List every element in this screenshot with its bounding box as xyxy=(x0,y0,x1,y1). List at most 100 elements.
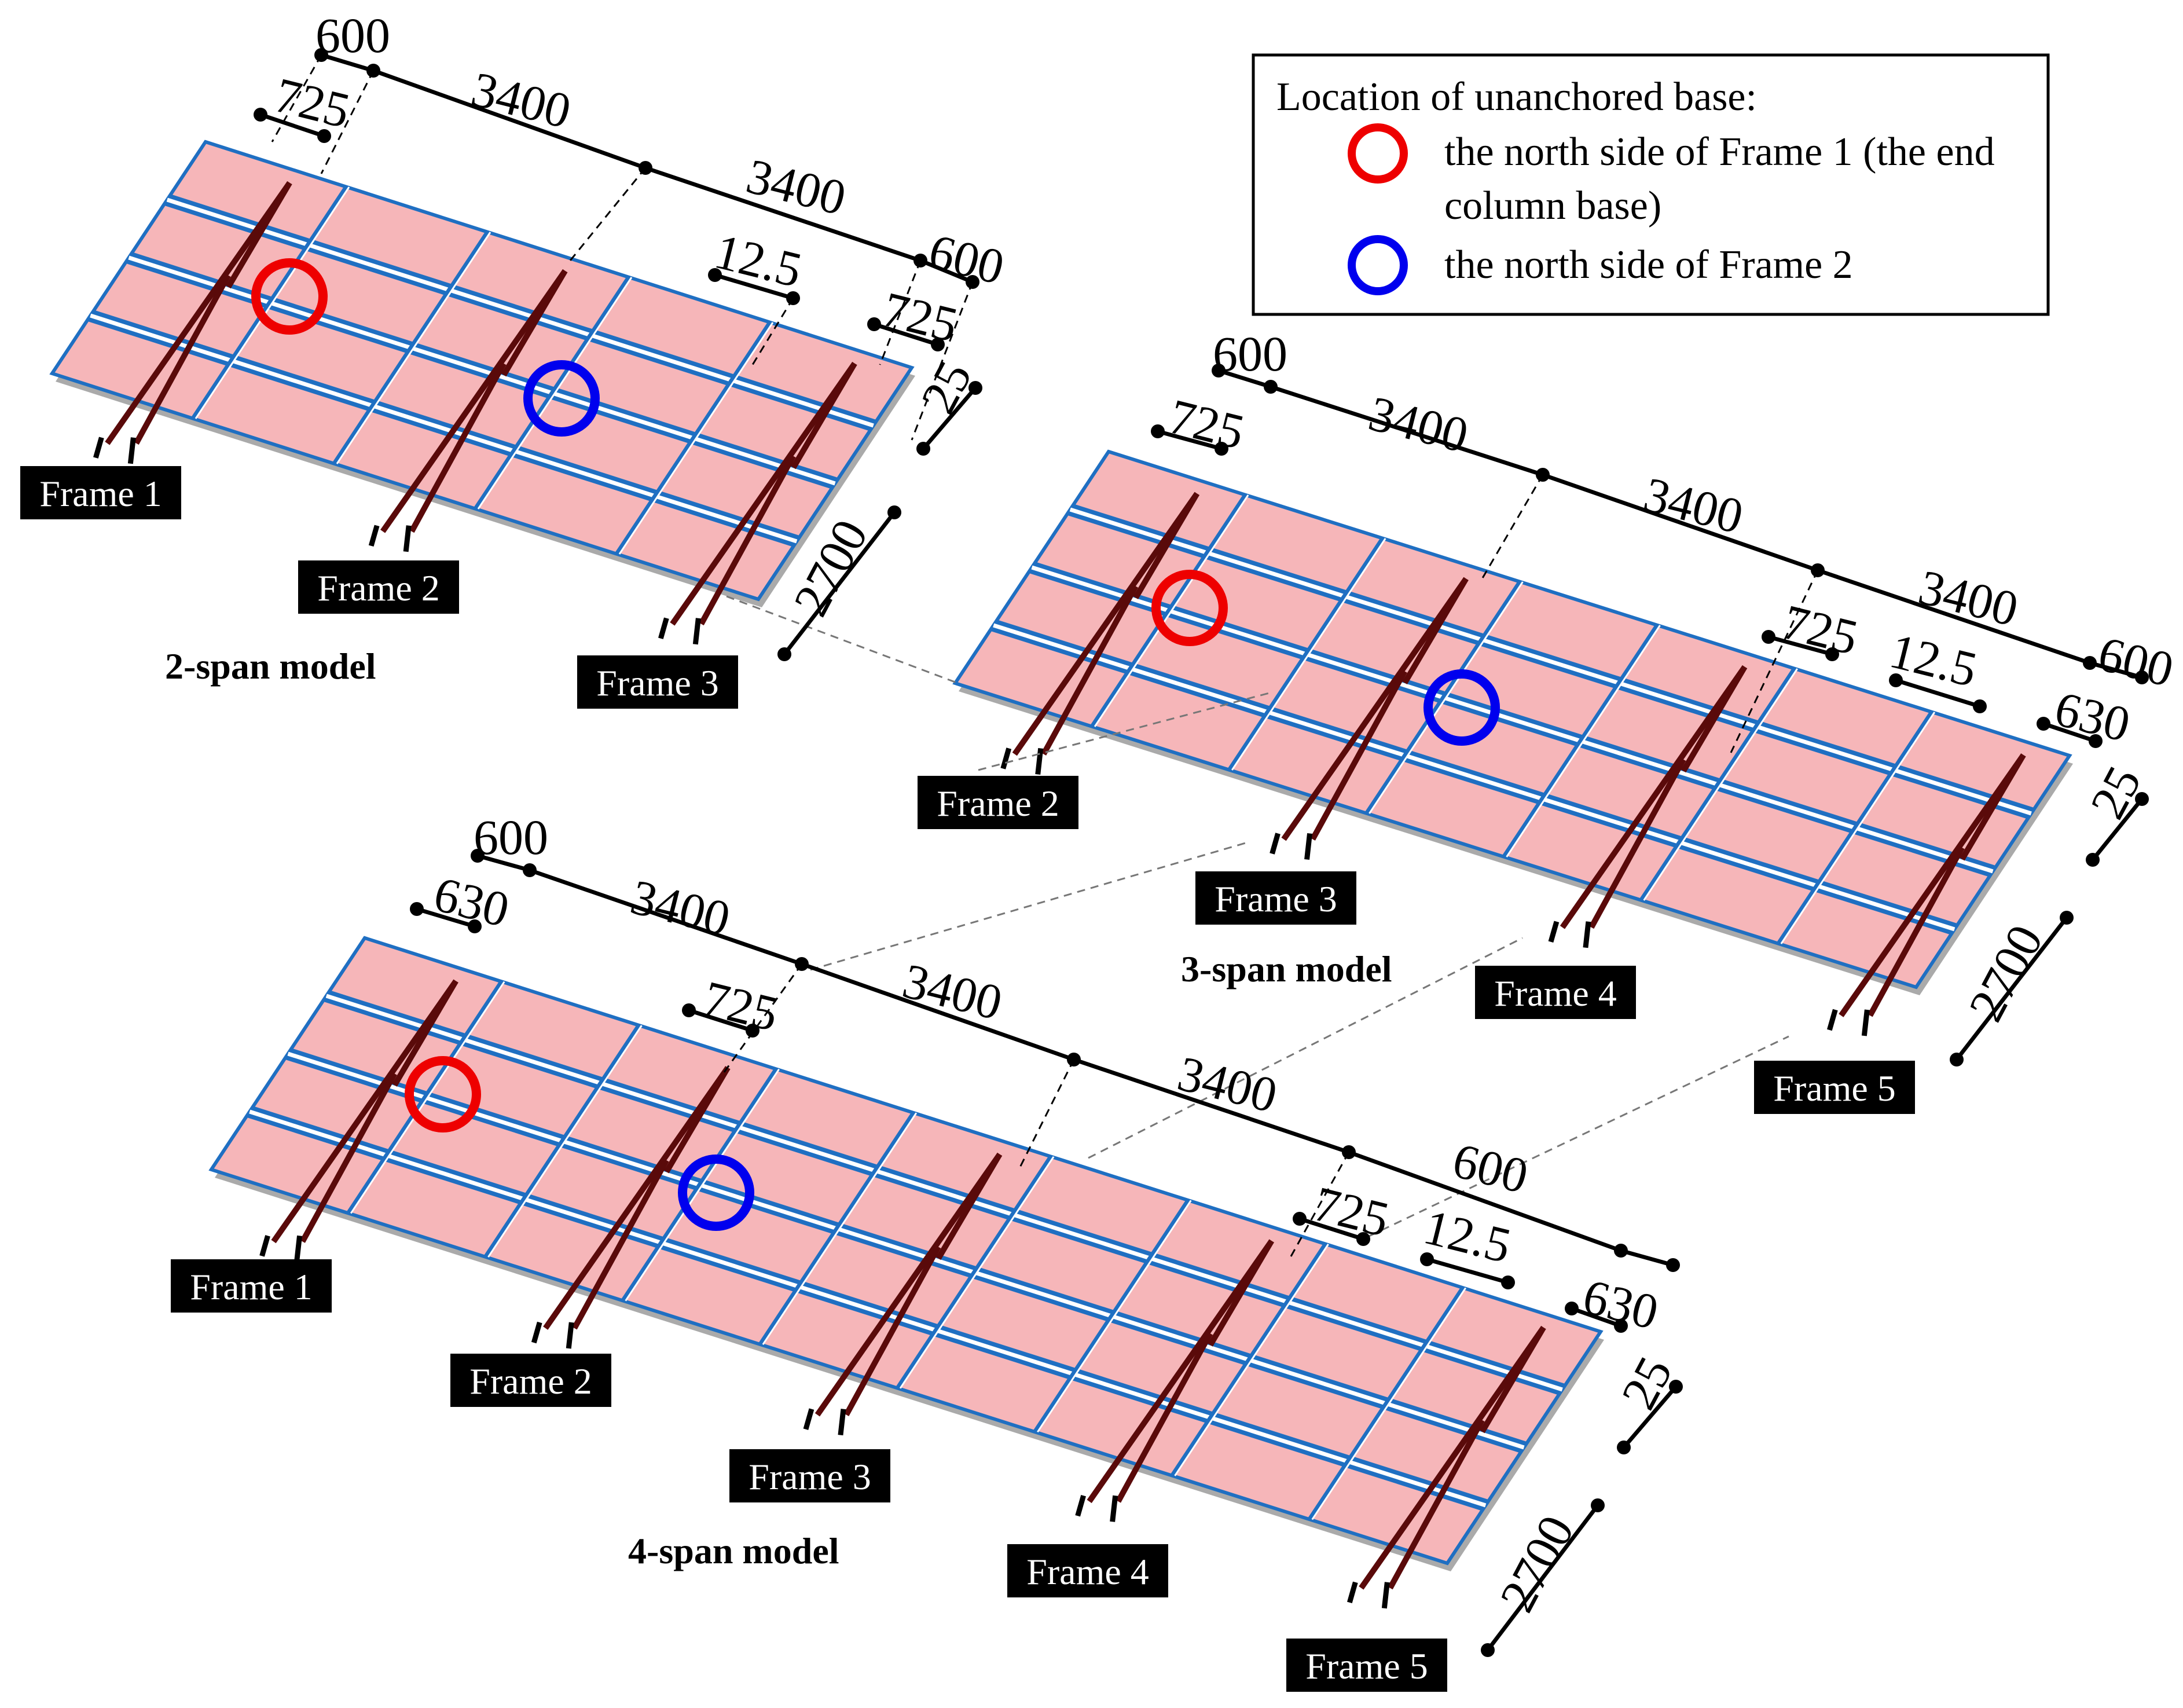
dim-3span-gap-line xyxy=(1895,678,1981,709)
dim-3span-edge: 25 xyxy=(2079,757,2152,827)
model-4span-module-line xyxy=(621,1068,779,1303)
model-4span-foot-1 xyxy=(531,1321,542,1344)
dim-4span-top-span-3: 3400 xyxy=(1172,1045,1282,1123)
frame-label-bg xyxy=(20,466,181,519)
model-2span-foot-b-1 xyxy=(403,525,412,552)
dim-3span-gap-line-dot xyxy=(1889,673,1903,687)
dim-3span-top-dot xyxy=(1811,563,1825,577)
blue-circle-icon xyxy=(1348,235,1408,295)
dim-2span-top-end-right: 600 xyxy=(923,223,1009,295)
dim-3span-offset-mid-dot xyxy=(1825,647,1839,661)
guide-2span-to-3span xyxy=(726,595,959,684)
model-4span-rail-highlight xyxy=(325,994,1563,1392)
frame-label-2span-3: Frame 3 xyxy=(596,662,719,703)
frame-label-4span-4: Frame 4 xyxy=(1026,1551,1149,1592)
dim-4span-top-dot xyxy=(1614,1244,1628,1258)
dim-3span-top-end-left: 600 xyxy=(1213,326,1287,382)
guide-3span-a xyxy=(1481,474,1544,580)
legend-box xyxy=(1252,53,2050,316)
model-3span-foot-3 xyxy=(1827,1009,1838,1031)
guide-3span-link-c xyxy=(1088,937,1523,1159)
model-3span-module-line xyxy=(1090,493,1248,728)
dim-2span-top-dot xyxy=(913,254,927,267)
model-2span-brace-1 xyxy=(380,269,568,533)
model-4span-module-gap xyxy=(899,1156,1055,1389)
dim-3span-edge-line-dot xyxy=(2086,853,2100,867)
model-3span-foot-b-2 xyxy=(1583,921,1591,948)
model-3span-brace-2 xyxy=(1560,665,1748,929)
model-3span-brace-1 xyxy=(1281,577,1469,841)
model-4span-module-gap xyxy=(487,1025,643,1258)
model-3span-module-gap xyxy=(1094,494,1249,727)
dim-2span-left-offset: 725 xyxy=(269,67,355,138)
dim-3span-top-end-right: 600 xyxy=(2093,625,2178,697)
guide-3span-b xyxy=(1730,570,1819,753)
dim-4span-gap-line-dot xyxy=(1420,1252,1434,1266)
dim-3span-gap-line-dot xyxy=(1973,699,1987,713)
dim-4span-edge-line-dot xyxy=(1669,1380,1683,1394)
model-4span-foot-4 xyxy=(1347,1581,1358,1604)
dim-4span-offset-left xyxy=(416,907,476,929)
dim-4span-offset-mid xyxy=(688,1008,754,1033)
model-4span-module-line xyxy=(758,1111,916,1346)
model-4span-brace-3 xyxy=(1087,1239,1274,1504)
model-2span-module-gap xyxy=(477,277,633,510)
model-name-3span: 3-span model xyxy=(1181,948,1392,989)
model-3span-module-line xyxy=(1227,537,1386,772)
frame-label-bg xyxy=(298,560,459,614)
dim-2span-top-dot xyxy=(966,275,979,289)
dim-4span-width-line-dot xyxy=(1591,1498,1605,1512)
model-4span-foot-2 xyxy=(803,1408,815,1430)
model-3span-foot-b-1 xyxy=(1304,833,1313,860)
model-2span-rail-highlight xyxy=(90,313,798,544)
model-3span-rail-highlight xyxy=(1069,507,2032,816)
dim-2span-edge-line xyxy=(922,386,977,450)
dim-4span-left-offset: 630 xyxy=(428,866,514,937)
dim-4span-top-dot xyxy=(795,957,809,971)
dim-4span-offset-mid-dot xyxy=(682,1003,696,1017)
model-3span-module-gap xyxy=(1368,581,1524,814)
model-2span-rail-highlight xyxy=(166,197,874,428)
dim-2span-top-span-1: 3400 xyxy=(466,61,576,139)
guide-2span-f xyxy=(911,281,974,441)
dim-2span-top-span-2: 3400 xyxy=(741,148,851,226)
model-4span-foot-b-4 xyxy=(1381,1582,1390,1609)
dim-2span-top-dot xyxy=(314,48,328,62)
dim-3span-offset-right xyxy=(2042,721,2097,743)
dim-3span-top-dot xyxy=(2083,656,2097,670)
marker-4span-frame1 xyxy=(405,1056,481,1132)
model-4span-module-gap xyxy=(1311,1287,1467,1520)
dim-4span-top-end-left: 600 xyxy=(474,809,548,865)
dim-3span-top-dot xyxy=(1212,364,1226,377)
dim-3span-top-dot xyxy=(1536,468,1550,482)
guide-lines xyxy=(271,54,1819,1257)
model-3span-module-gap xyxy=(1506,625,1661,857)
model-4span-module-line xyxy=(1308,1286,1466,1521)
model-3span-brace-b-1 xyxy=(1310,670,1407,841)
dim-3span-offset-right-dot xyxy=(2089,734,2103,748)
model-2span-module-gap xyxy=(336,232,491,464)
model-4span-foot-0 xyxy=(259,1235,270,1257)
model-4span-module-line xyxy=(896,1155,1054,1390)
model-2span-rail-highlight xyxy=(128,255,836,486)
frame-label-2span-2: Frame 2 xyxy=(317,567,440,609)
dim-3span-width-line-dot xyxy=(2060,911,2074,925)
frame-label-3span-5: Frame 5 xyxy=(1773,1068,1896,1109)
dim-3span-edge-line-dot xyxy=(2135,792,2149,806)
dim-3span-top xyxy=(1217,368,2142,680)
model-3span-rail-highlight xyxy=(993,623,1955,932)
unanchored-markers xyxy=(251,258,1500,1231)
dim-3span-right-offset: 630 xyxy=(2049,680,2135,752)
model-4span-module-gap xyxy=(1037,1200,1192,1433)
model-2span-foot-b-2 xyxy=(692,618,701,645)
model-3span-foot-1 xyxy=(1270,833,1281,855)
model-4span-brace-1 xyxy=(543,1066,731,1330)
model-4span-module-line xyxy=(1170,1242,1329,1478)
model-3span-module-gap xyxy=(1780,712,1936,944)
dim-4span-offset-right-mid xyxy=(1298,1216,1364,1241)
dim-3span-offset-mid xyxy=(1768,635,1833,657)
dim-2span-gap-line-dot xyxy=(708,268,722,282)
legend: Location of unanchored base: the north s… xyxy=(1252,53,2050,316)
guide-4span-a xyxy=(720,963,803,1077)
dim-4span-right-mid-offset: 725 xyxy=(1308,1175,1394,1247)
